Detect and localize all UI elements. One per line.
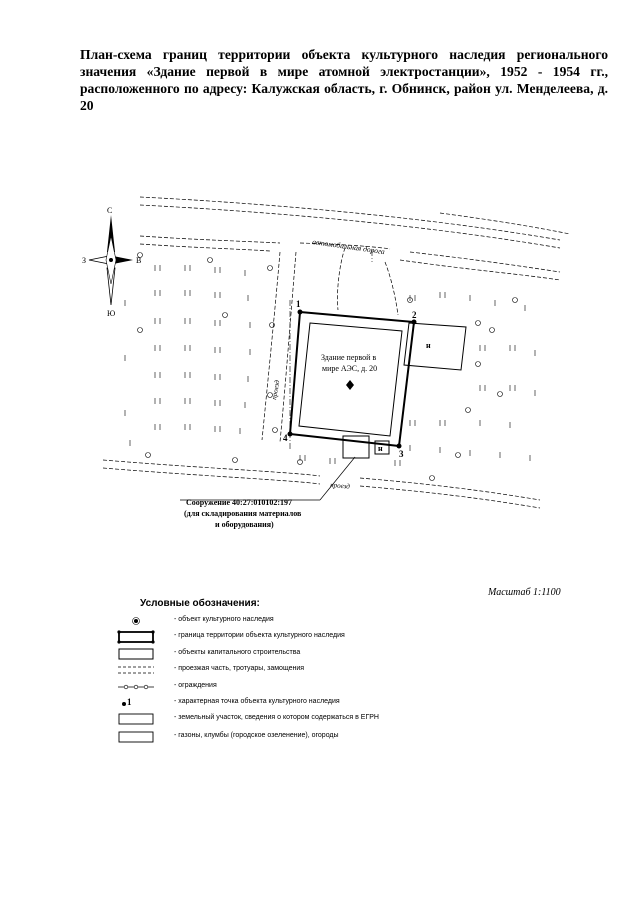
annex-right-letter: н [426, 341, 431, 350]
scale-label: Масштаб 1:1100 [488, 587, 561, 598]
legend-label: - граница территории объекта культурного… [174, 632, 345, 639]
lawn-symbol-icon [118, 731, 154, 743]
structure-label-line1: Сооружение 40:27:010102:197 [186, 498, 292, 507]
compass-rose-icon: С Ю З В [82, 206, 141, 318]
point-3-label: 3 [399, 449, 404, 459]
annex-building-bottom [342, 435, 370, 459]
annex-building-small [374, 440, 390, 455]
heritage-object-marker-icon [346, 380, 354, 390]
driveway-bottom [102, 459, 541, 509]
boundary-points [287, 309, 417, 449]
legend-label: - земельный участок, сведения о котором … [174, 714, 379, 721]
legend-label: - газоны, клумбы (городское озеленение),… [174, 732, 339, 739]
legend-row-lawns: - газоны, клумбы (городское озеленение),… [116, 730, 446, 744]
legend-row-characteristic-point: 1 - характерная точка объекта культурног… [116, 696, 446, 710]
fence-lines [289, 250, 373, 450]
legend-label: - ограждения [174, 682, 217, 689]
boundary-symbol-icon [117, 630, 155, 644]
legend-row-boundary: - граница территории объекта культурного… [116, 630, 446, 644]
structure-label-line2: (для складирования материалов [184, 509, 302, 518]
legend-point-number: 1 [127, 697, 132, 707]
legend-label: - объект культурного наследия [174, 616, 274, 623]
legend-label: - объекты капитального строительства [174, 649, 301, 656]
point-2-label: 2 [412, 310, 417, 320]
driveway-left-label: проезд [270, 379, 281, 400]
compass-east: В [136, 256, 141, 265]
land-plot-symbol-icon [118, 713, 154, 725]
compass-south: Ю [107, 309, 115, 318]
annex-building-right [403, 322, 467, 371]
page-title: План-схема границ территории объекта кул… [80, 47, 608, 113]
legend-row-capital-buildings: - объекты капитального строительства [116, 647, 446, 661]
capital-building-symbol-icon [118, 648, 154, 660]
heritage-object-symbol-icon [132, 617, 140, 625]
point-4-label: 4 [283, 433, 288, 443]
road-symbol-icon [118, 666, 154, 674]
main-building [298, 322, 403, 437]
driveway-bottom-label: проезд [330, 481, 351, 491]
structure-label-line3: и оборудования) [215, 520, 274, 529]
annex-small-letter: н [378, 444, 383, 453]
building-label-line2: мире АЭС, д. 20 [322, 364, 377, 373]
legend-row-roads: - проезжая часть, тротуары, замощения [116, 663, 446, 677]
road-top [139, 196, 571, 281]
point-1-label: 1 [296, 299, 301, 309]
legend-label: - характерная точка объекта культурного … [174, 698, 340, 705]
legend-row-land-plot: - земельный участок, сведения о котором … [116, 712, 446, 726]
legend-row-heritage-object: - объект культурного наследия [116, 614, 446, 628]
compass-north: С [107, 206, 112, 215]
structure-leader-line [319, 456, 356, 501]
road-label: автомобильная дорога [312, 237, 386, 256]
driveway-left [261, 247, 399, 443]
legend-label: - проезжая часть, тротуары, замощения [174, 665, 305, 672]
fence-symbol-icon [118, 684, 154, 690]
compass-west: З [82, 256, 86, 265]
lawn-markings [124, 252, 536, 481]
characteristic-point-symbol-icon: 1 [122, 697, 132, 707]
legend-row-fences: - ограждения [116, 680, 446, 694]
legend-title: Условные обозначения: [140, 598, 260, 609]
building-label-line1: Здание первой в [321, 353, 376, 362]
